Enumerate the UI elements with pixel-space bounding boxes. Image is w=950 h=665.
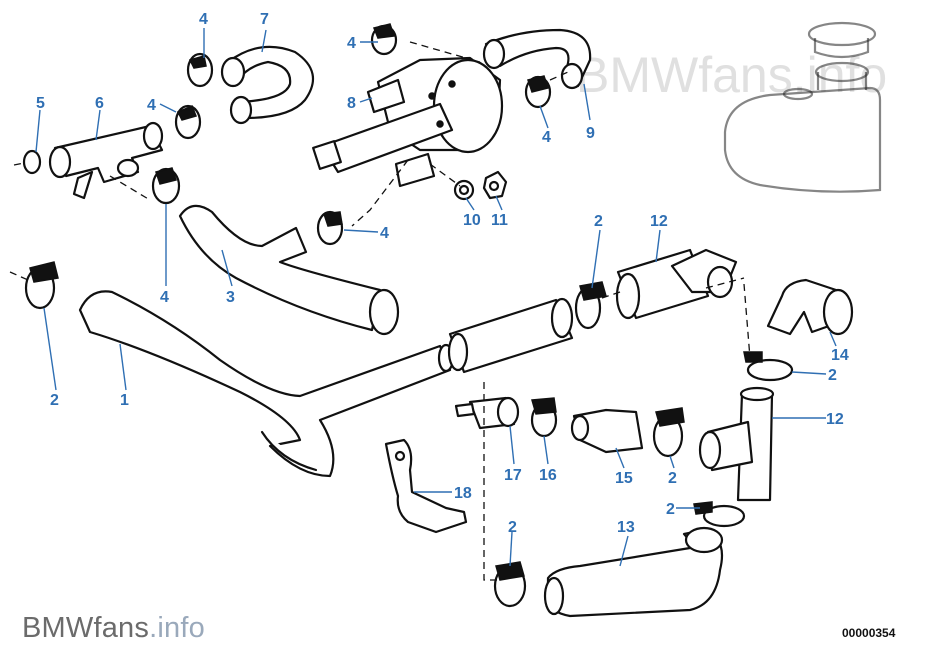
- clamp-4-valve-top: [370, 23, 398, 56]
- fitting-17: [454, 396, 520, 430]
- callout-8: 8: [347, 95, 356, 112]
- callout-12-top: 12: [650, 213, 668, 230]
- clamp-16: [530, 397, 558, 438]
- tee-12-upper: [615, 248, 738, 320]
- callout-2-bottom: 2: [508, 519, 517, 536]
- callout-4-left: 4: [160, 289, 169, 306]
- callout-9: 9: [586, 125, 595, 142]
- hose-center-segment: [447, 297, 574, 374]
- callout-14: 14: [831, 347, 849, 364]
- callout-16: 16: [539, 467, 557, 484]
- clamp-4-left: [151, 167, 181, 205]
- washer-10: [453, 179, 475, 201]
- clamp-2-bottom: [493, 561, 527, 608]
- callout-4-top: 4: [199, 11, 208, 28]
- diagram-code: 00000354: [842, 626, 896, 640]
- callout-2-mid: 2: [668, 470, 677, 487]
- callout-4-lower: 4: [380, 225, 389, 242]
- callout-6: 6: [95, 95, 104, 112]
- nut-11: [482, 170, 508, 200]
- callout-5: 5: [36, 95, 45, 112]
- callout-10: 10: [463, 212, 481, 229]
- callout-13: 13: [617, 519, 635, 536]
- seal-ring-5: [13, 149, 42, 175]
- brand-logo: BMWfans.info: [22, 612, 205, 645]
- clamp-2-right-2: [693, 501, 746, 528]
- callout-15: 15: [615, 470, 633, 487]
- clamp-2-upper-right: [574, 281, 607, 330]
- leader-lines: [35, 28, 837, 567]
- clamp-2-left: [9, 261, 59, 310]
- callout-labels: 4 7 4 5 6 4 8 4 9 10 11 4 4 3 2 12 2 1 1…: [36, 11, 849, 536]
- clamp-4-valve-right: [524, 75, 552, 109]
- callout-2-right-top: 2: [594, 213, 603, 230]
- hose-13: [543, 526, 724, 618]
- callout-17: 17: [504, 467, 522, 484]
- callout-2-r2: 2: [666, 501, 675, 518]
- hose-3: [178, 204, 400, 336]
- watermark: BMWfans.info: [576, 47, 887, 103]
- clamp-2-middle: [652, 407, 685, 458]
- assembly-lines: [109, 41, 751, 581]
- clamp-4-middle: [174, 104, 202, 140]
- callout-11: 11: [491, 212, 508, 229]
- callout-18: 18: [454, 485, 472, 502]
- bracket-18: [384, 438, 468, 534]
- hose-1: [78, 290, 455, 478]
- callout-2-r1: 2: [828, 367, 837, 384]
- callout-3: 3: [226, 289, 235, 306]
- brand-name: BMWfans: [22, 612, 150, 644]
- callout-2-left: 2: [50, 392, 59, 409]
- clamp-4-hose3: [316, 210, 344, 246]
- callout-4-mid: 4: [147, 97, 156, 114]
- expansion-tank: [723, 21, 882, 193]
- callout-4-right: 4: [542, 129, 551, 146]
- elbow-14: [766, 278, 854, 336]
- clamp-4-upper: [186, 52, 214, 88]
- hose-9: [482, 28, 592, 90]
- callout-4-valve: 4: [347, 35, 356, 52]
- callout-7: 7: [260, 11, 269, 28]
- reducer-15: [570, 408, 644, 454]
- callout-12-mid: 12: [826, 411, 844, 428]
- hose-7: [220, 45, 315, 125]
- tee-pipe-6: [48, 121, 164, 200]
- callout-1: 1: [120, 392, 129, 409]
- brand-suffix: .info: [149, 612, 205, 644]
- tee-12-lower: [698, 386, 775, 502]
- clamp-2-right-1: [743, 351, 794, 382]
- heater-valve-8: [312, 56, 504, 188]
